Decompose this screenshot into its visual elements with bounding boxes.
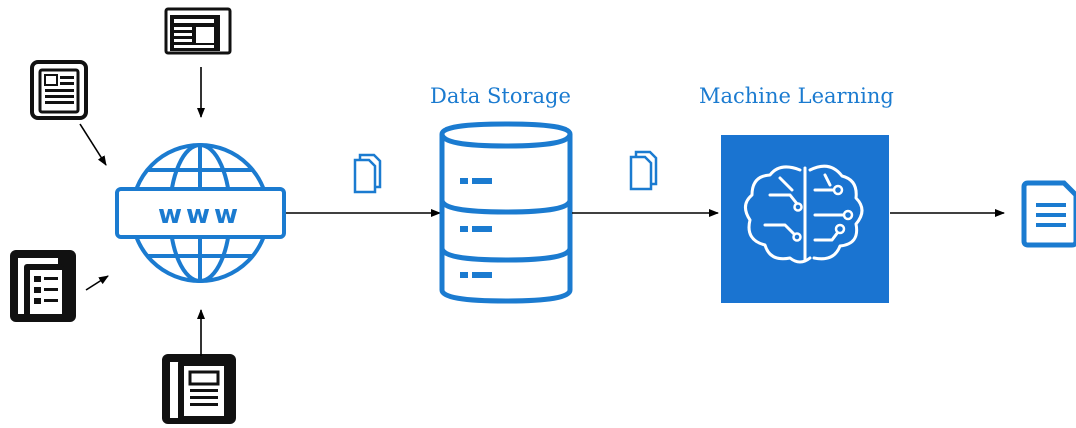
globe-www-text: www [158,200,242,230]
newspaper-icon [162,354,236,424]
machine-learning-label: Machine Learning [699,84,894,108]
documents-icon [353,153,382,194]
arrow-left-to-globe [79,123,107,166]
data-storage-label: Data Storage [430,84,571,108]
document-icon [1021,180,1076,248]
newspaper-icon [164,7,232,55]
arrow-bottomleft-to-globe [85,275,109,291]
globe-www-icon: www [115,143,286,283]
brain-circuit-icon [721,135,889,303]
newspaper-icon [10,250,76,322]
documents-icon [629,150,658,191]
database-icon [439,121,573,304]
newspaper-icon [30,60,88,120]
